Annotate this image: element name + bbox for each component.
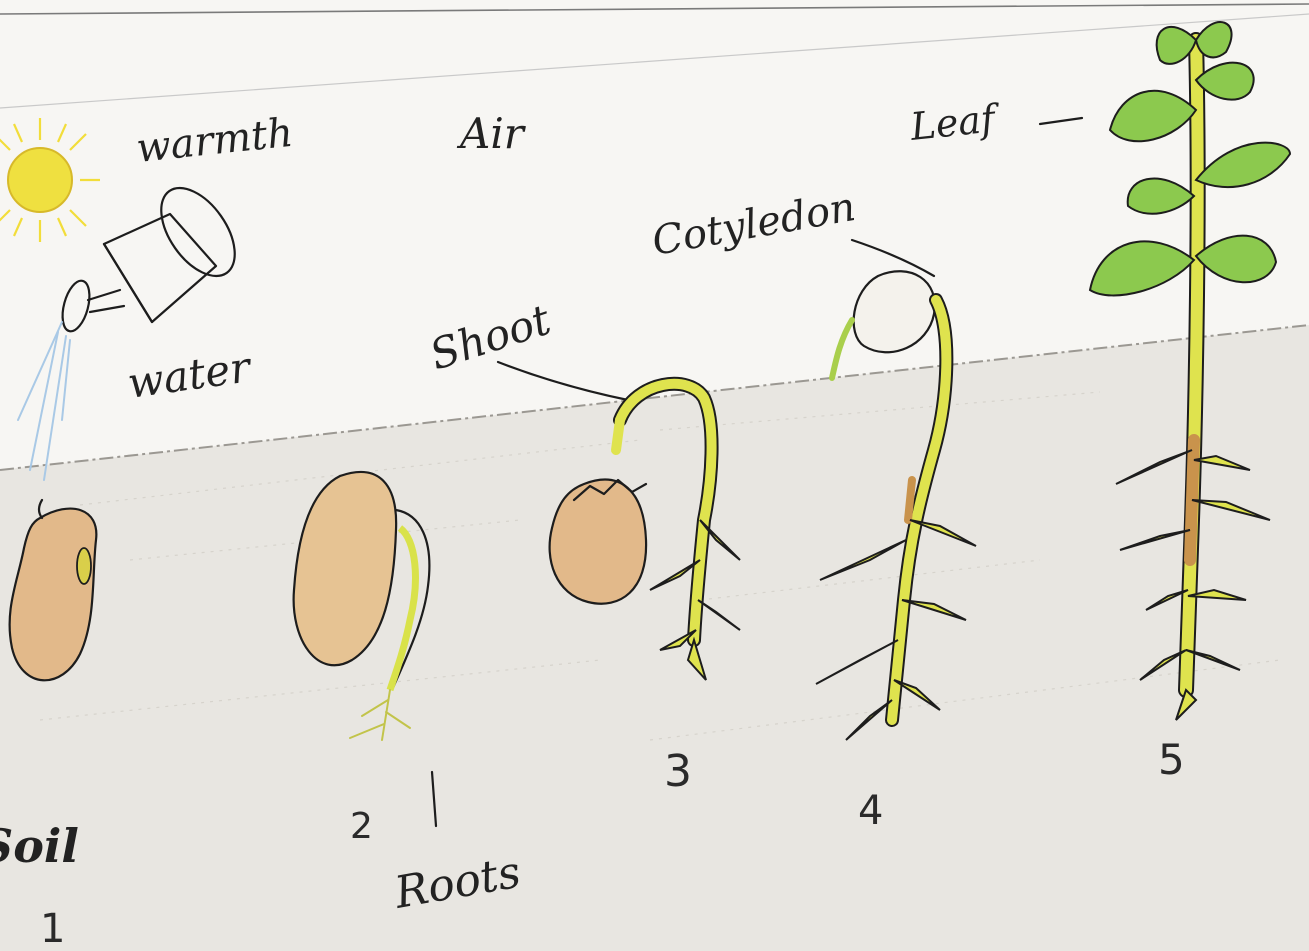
label-air: Air xyxy=(456,109,527,158)
stage-number-5: 5 xyxy=(1158,735,1185,784)
stage-number-3: 3 xyxy=(664,746,692,797)
stage-number-2: 2 xyxy=(350,806,373,847)
label-soil: Soil xyxy=(0,819,79,873)
stage-number-1: 1 xyxy=(40,906,65,951)
stage-number-4: 4 xyxy=(858,788,883,834)
